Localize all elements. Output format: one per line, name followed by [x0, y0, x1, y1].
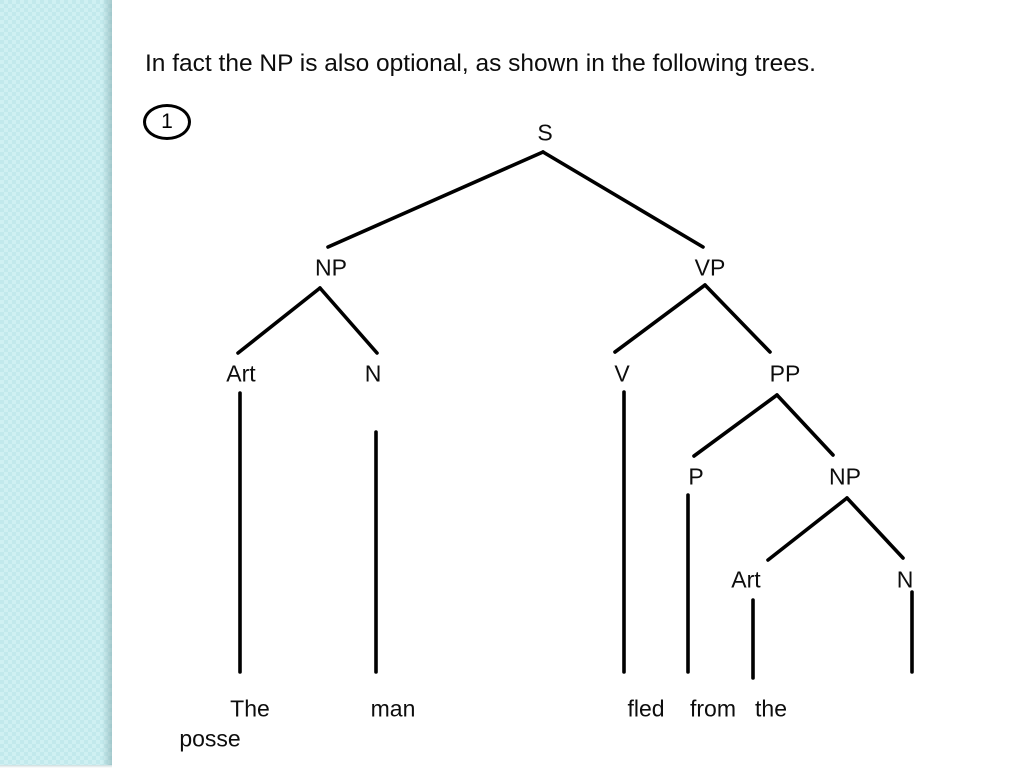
tree-terminal-posse: posse [179, 725, 241, 752]
tree-terminal-from: from [690, 695, 736, 722]
slide-left-border-strip [0, 0, 112, 768]
tree-node-pp: PP [769, 360, 801, 387]
tree-edge [326, 150, 545, 249]
tree-number-badge: 1 [143, 104, 191, 140]
tree-node-v: V [614, 360, 630, 387]
slide-title: In fact the NP is also optional, as show… [145, 50, 816, 77]
tree-edge [613, 283, 707, 354]
tree-edge [236, 286, 322, 355]
tree-node-vp: VP [694, 254, 726, 281]
tree-node-art1: Art [226, 360, 256, 387]
tree-terminal-the2: the [755, 695, 787, 722]
tree-node-np1: NP [315, 254, 347, 281]
tree-node-s: S [537, 119, 553, 146]
tree-edge [541, 150, 705, 249]
tree-node-art2: Art [731, 566, 761, 593]
tree-number-badge-label: 1 [161, 110, 173, 133]
tree-node-np2: NP [829, 463, 861, 490]
tree-node-n2: N [896, 566, 914, 593]
tree-terminal-the1: The [230, 695, 270, 722]
tree-node-p: P [688, 463, 704, 490]
tree-node-n1: N [364, 360, 382, 387]
tree-edge [318, 286, 379, 355]
tree-terminal-fled: fled [627, 695, 665, 722]
tree-edge [703, 283, 772, 354]
tree-edge [692, 393, 779, 458]
tree-edge [775, 393, 835, 457]
tree-terminal-man: man [370, 695, 416, 722]
tree-edge [845, 496, 905, 560]
tree-edge [766, 496, 849, 562]
